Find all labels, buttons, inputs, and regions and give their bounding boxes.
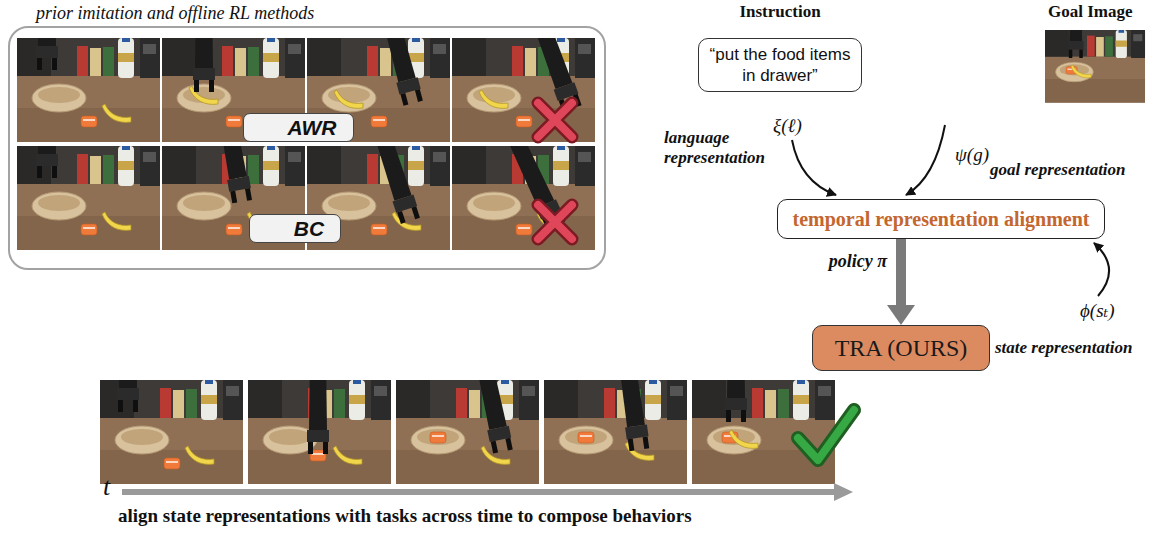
check-mark — [798, 410, 854, 460]
process-text: temporal representation alignment — [792, 206, 1089, 232]
caption-text: align state representations with tasks a… — [118, 505, 692, 527]
image-heading: Goal Image — [1048, 2, 1133, 22]
method-tag: AWR — [243, 113, 354, 142]
axis-label: t — [103, 472, 110, 502]
math-symbol: ψ(g) — [955, 144, 989, 166]
process-box: temporal representation alignment — [777, 199, 1104, 239]
method-box: TRA (OURS) — [812, 325, 991, 371]
annotation: goal representation — [990, 160, 1126, 180]
instruction-text: “put the food items in drawer” — [698, 38, 862, 92]
method-group: prior imitation and offline RL methodsAW… — [8, 2, 606, 270]
method-name: AWR — [288, 115, 337, 140]
instruction-box: Instruction “put the food items in drawer… — [698, 2, 862, 92]
method-tag: BC — [249, 214, 341, 243]
edge-label: policy π — [829, 251, 887, 272]
math-symbol: ξ(ℓ) — [773, 115, 802, 137]
annotation: language representation — [664, 128, 764, 167]
annotation: state representation — [995, 338, 1132, 358]
math-symbol: ϕ(sₜ) — [1080, 300, 1115, 322]
method-name: BC — [294, 216, 324, 241]
group-heading: prior imitation and offline RL methods — [36, 2, 606, 24]
box-heading: Instruction — [698, 2, 862, 22]
cross-mark — [538, 103, 572, 239]
flow-arrow — [896, 239, 906, 305]
method-name: TRA (OURS) — [835, 334, 968, 362]
